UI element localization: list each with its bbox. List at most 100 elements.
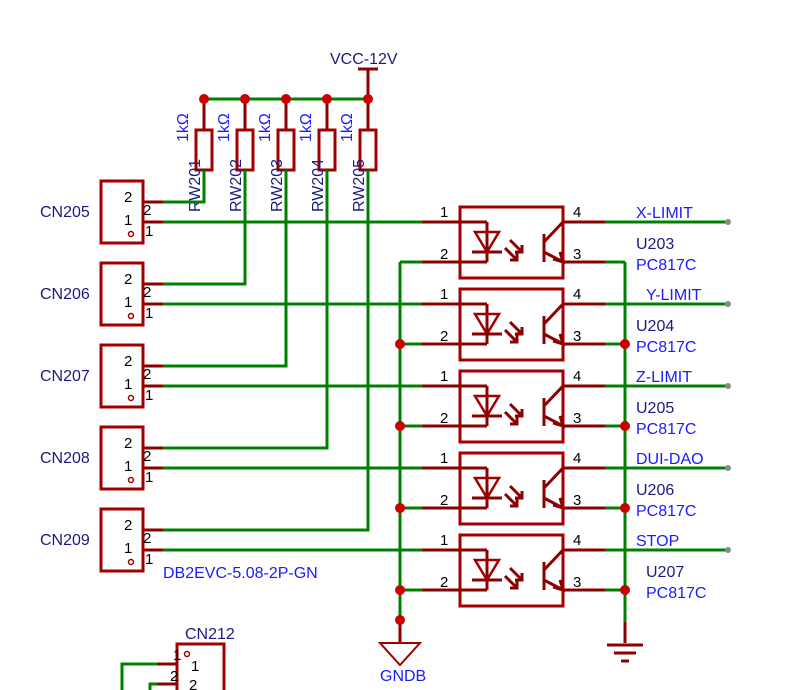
resistor-value: 1kΩ: [339, 113, 356, 142]
emitter-arrow: [552, 415, 566, 429]
led-icon: [472, 394, 502, 419]
pin-number: 2: [440, 574, 448, 591]
pin-number: 1: [191, 658, 199, 675]
connector-body: [175, 642, 226, 690]
net-terminal: [725, 301, 731, 307]
junction-dot: [199, 94, 209, 104]
emitter-arrow: [552, 251, 566, 265]
led-icon: [472, 312, 502, 337]
net-label: STOP: [636, 533, 679, 550]
pin-number: 2: [440, 246, 448, 263]
opto-body: [458, 287, 565, 362]
resistor-value: 1kΩ: [298, 113, 315, 142]
junction-dot: [322, 94, 332, 104]
opto-part: PC817C: [636, 421, 696, 438]
pin-number: 2: [124, 435, 132, 452]
light-arrow: [508, 566, 524, 582]
transistor-collector: [542, 384, 605, 408]
pin-number: 2: [143, 448, 151, 465]
pin-number: 4: [573, 368, 581, 385]
connector-body: [99, 179, 145, 245]
transistor-collector: [542, 548, 605, 572]
pin-number: 1: [145, 387, 153, 404]
led-icon: [472, 476, 502, 501]
resistor-value: 1kΩ: [216, 113, 233, 142]
pin-number: 2: [143, 202, 151, 219]
pin-number: 1: [173, 647, 181, 664]
resistor-ref: RW202: [228, 159, 245, 212]
opto-body: [458, 533, 565, 608]
junction-dot: [395, 503, 405, 513]
light-arrow: [503, 492, 519, 508]
pin-number: 2: [143, 366, 151, 383]
light-arrow-head: [515, 573, 524, 582]
opto-ref: U207: [646, 564, 684, 581]
emitter-arrow: [552, 579, 566, 593]
opto-body: [458, 205, 565, 280]
resistor-ref: RW201: [187, 159, 204, 212]
wire-pin2-to-rw205: [163, 170, 370, 532]
opto-ref: U205: [636, 400, 674, 417]
pin-number: 2: [143, 284, 151, 301]
opto-body: [458, 451, 565, 526]
net-label: DUI-DAO: [636, 451, 704, 468]
pin-number: 2: [170, 668, 178, 685]
junction-dot: [395, 339, 405, 349]
opto-part: PC817C: [636, 257, 696, 274]
light-arrow: [508, 484, 524, 500]
pin-number: 2: [440, 328, 448, 345]
cn212-wire-1: [120, 662, 157, 690]
pin-number: 1: [440, 450, 448, 467]
pin-number: 4: [573, 450, 581, 467]
led-icon: [472, 230, 502, 255]
pin-number: 2: [440, 410, 448, 427]
pin-number: 1: [145, 551, 153, 568]
wire-pin2-to-rw201: [163, 170, 206, 204]
transistor-collector: [542, 466, 605, 490]
wire-pin2-to-rw202: [163, 170, 247, 286]
junction-dot: [620, 503, 630, 513]
pin1-marker: [127, 230, 135, 238]
light-arrow: [503, 410, 519, 426]
resistor-rw204: RW204 1kΩ: [298, 99, 337, 212]
connector-ref: CN205: [40, 204, 90, 221]
junction-dot: [281, 94, 291, 104]
resistor-ref: RW204: [310, 159, 327, 212]
resistor-rw202: RW202 1kΩ: [216, 99, 255, 212]
resistor-value: 1kΩ: [175, 113, 192, 142]
junction-dot: [395, 585, 405, 595]
opto-body: [458, 369, 565, 444]
junction-dot: [620, 421, 630, 431]
light-arrow-head: [515, 327, 524, 336]
light-arrow: [508, 238, 524, 254]
net-label: Z-LIMIT: [636, 369, 692, 386]
pin-number: 1: [440, 532, 448, 549]
light-arrow-head: [510, 581, 519, 590]
light-arrow: [508, 402, 524, 418]
net-terminal: [725, 383, 731, 389]
connector-part: DB2EVC-5.08-2P-GN: [163, 565, 318, 582]
pin-number: 3: [573, 410, 581, 427]
transistor-collector: [542, 220, 605, 244]
light-arrow: [503, 328, 519, 344]
pin-number: 2: [124, 271, 132, 288]
pin-number: 1: [440, 368, 448, 385]
resistor-ref: RW203: [269, 159, 286, 212]
pin1-marker: [127, 312, 135, 320]
pin-number: 2: [124, 189, 132, 206]
pin-number: 4: [573, 204, 581, 221]
net-label: X-LIMIT: [636, 205, 693, 222]
gndb-label: GNDB: [380, 668, 426, 685]
resistor-value: 1kΩ: [257, 113, 274, 142]
pin-number: 2: [124, 353, 132, 370]
connector-body: [99, 343, 145, 409]
